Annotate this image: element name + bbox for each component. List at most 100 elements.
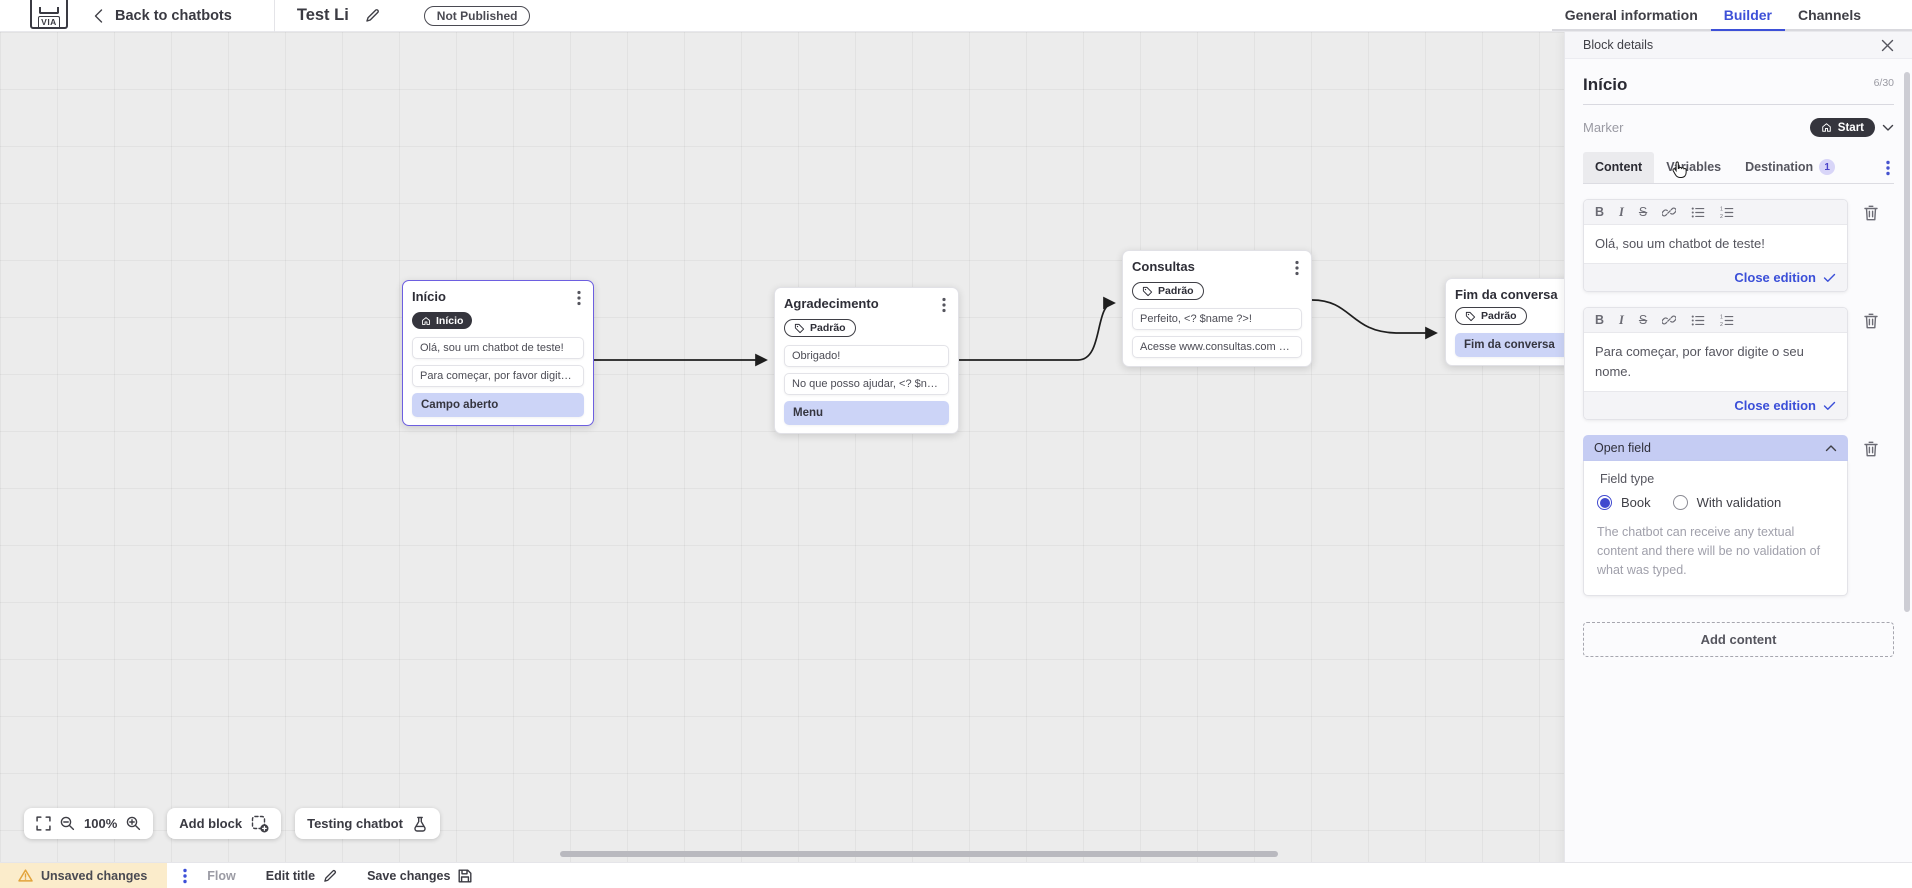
pencil-icon <box>324 869 337 882</box>
block-consultas[interactable]: Consultas Padrão Perfeito, <? $name ?>! … <box>1122 250 1312 367</box>
unsaved-changes-chip: Unsaved changes <box>0 863 168 888</box>
flow-connectors <box>594 296 1438 367</box>
tab-builder[interactable]: Builder <box>1710 0 1785 31</box>
home-icon <box>1822 123 1831 132</box>
tag-icon <box>1142 286 1153 296</box>
top-bar: VIA Back to chatbots Test Li Not Publish… <box>0 0 1912 32</box>
block-fim-da-conversa[interactable]: Fim da conversa Padrão Fim da conversa <box>1445 278 1564 366</box>
zoom-level: 100% <box>84 816 118 831</box>
bold-icon[interactable]: B <box>1595 312 1605 327</box>
tab-content[interactable]: Content <box>1583 152 1655 183</box>
editor-text[interactable]: Olá, sou um chatbot de teste! <box>1595 236 1765 251</box>
flow-canvas[interactable]: Início Início Olá, sou um chatbot de tes… <box>0 32 1564 862</box>
chevron-up-icon[interactable] <box>1825 444 1837 452</box>
zoom-in-icon[interactable] <box>126 816 141 831</box>
open-field-header[interactable]: Open field <box>1583 435 1848 462</box>
add-block-button[interactable]: Add block <box>167 808 282 839</box>
bottombar-kebab-icon[interactable] <box>183 868 187 884</box>
radio-selected-icon <box>1597 495 1612 511</box>
canvas-horizontal-scrollbar[interactable] <box>560 851 1278 857</box>
radio-book[interactable]: Book <box>1597 495 1651 511</box>
block-title: Fim da conversa <box>1455 287 1558 302</box>
marker-row: Marker Start <box>1583 118 1894 137</box>
message-row[interactable]: Acesse www.consultas.com par... <box>1132 335 1302 358</box>
warning-icon <box>18 869 33 882</box>
strikethrough-icon[interactable]: S <box>1638 204 1648 219</box>
topbar-divider <box>273 0 275 32</box>
marker-pill: Padrão <box>784 319 856 337</box>
open-field-body: Field type Book With validation The chat… <box>1583 461 1848 596</box>
action-row[interactable]: Menu <box>784 400 949 425</box>
trash-icon[interactable] <box>1864 313 1878 420</box>
save-changes-button[interactable]: Save changes <box>367 869 472 883</box>
trash-icon[interactable] <box>1864 441 1878 595</box>
radio-with-validation[interactable]: With validation <box>1672 495 1781 511</box>
chevron-left-icon <box>94 8 103 23</box>
svg-text:2: 2 <box>1720 214 1723 219</box>
back-to-chatbots-button[interactable]: Back to chatbots <box>94 8 232 24</box>
tab-general-information[interactable]: General information <box>1564 6 1698 23</box>
tab-channels[interactable]: Channels <box>1797 6 1861 23</box>
message-row[interactable]: Para começar, por favor digite o ... <box>412 364 584 387</box>
link-icon[interactable] <box>1662 313 1677 327</box>
block-details-header: Block details <box>1565 32 1912 59</box>
trash-icon[interactable] <box>1864 205 1878 292</box>
testing-chatbot-button[interactable]: Testing chatbot <box>295 808 440 839</box>
flask-icon <box>412 816 428 832</box>
kebab-menu-icon[interactable] <box>939 296 949 314</box>
message-row[interactable]: Olá, sou um chatbot de teste! <box>412 336 584 359</box>
editor-text[interactable]: Para começar, por favor digite o seu nom… <box>1595 344 1804 380</box>
editor-footer: Close edition <box>1584 263 1847 292</box>
message-row[interactable]: No que posso ajudar, <? $name ... <box>784 372 949 395</box>
check-icon <box>1823 401 1836 410</box>
link-icon[interactable] <box>1662 205 1677 219</box>
canvas-controls: 100% Add block Testing chatbot <box>24 808 440 839</box>
bullet-list-icon[interactable] <box>1691 206 1705 219</box>
tab-destination[interactable]: Destination 1 <box>1733 152 1847 183</box>
close-edition-button[interactable]: Close edition <box>1734 270 1836 285</box>
bullet-list-icon[interactable] <box>1691 314 1705 327</box>
flow-label[interactable]: Flow <box>207 868 236 883</box>
italic-icon[interactable]: I <box>1619 204 1624 219</box>
svg-text:1: 1 <box>1720 314 1723 320</box>
close-icon[interactable] <box>1881 39 1894 52</box>
name-counter: 6/30 <box>1873 77 1894 89</box>
panel-kebab-icon[interactable] <box>1882 160 1894 176</box>
message-row[interactable]: Obrigado! <box>784 344 949 367</box>
chevron-down-icon[interactable] <box>1882 124 1894 132</box>
italic-icon[interactable]: I <box>1619 312 1624 327</box>
tab-variables[interactable]: Variables <box>1666 160 1722 174</box>
logo-glyph <box>39 6 59 14</box>
kebab-menu-icon[interactable] <box>574 289 584 307</box>
bottom-bar: Unsaved changes Flow Edit title Save cha… <box>0 862 1912 888</box>
kebab-menu-icon[interactable] <box>1292 259 1302 277</box>
zoom-out-icon[interactable] <box>60 816 75 831</box>
tag-icon <box>794 323 805 333</box>
message-row[interactable]: Perfeito, <? $name ?>! <box>1132 307 1302 330</box>
block-name-input[interactable]: Início 6/30 <box>1583 75 1894 105</box>
block-name-value: Início <box>1583 75 1628 94</box>
block-inicio[interactable]: Início Início Olá, sou um chatbot de tes… <box>402 280 594 426</box>
fullscreen-icon[interactable] <box>36 816 51 831</box>
edit-title-button[interactable]: Edit title <box>266 869 337 883</box>
marker-label: Marker <box>1583 120 1624 135</box>
block-agradecimento[interactable]: Agradecimento Padrão Obrigado! No que po… <box>774 287 959 434</box>
strikethrough-icon[interactable]: S <box>1638 312 1648 327</box>
action-row[interactable]: Fim da conversa <box>1455 332 1564 357</box>
action-row[interactable]: Campo aberto <box>412 392 584 417</box>
chatbot-title: Test Li <box>296 6 349 24</box>
close-edition-button[interactable]: Close edition <box>1734 398 1836 413</box>
edit-title-pencil-icon[interactable] <box>365 8 380 23</box>
check-icon <box>1823 273 1836 282</box>
bold-icon[interactable]: B <box>1595 204 1605 219</box>
panel-scrollbar[interactable] <box>1904 72 1910 612</box>
start-marker-pill[interactable]: Start <box>1809 118 1875 137</box>
add-content-button[interactable]: Add content <box>1583 621 1894 657</box>
